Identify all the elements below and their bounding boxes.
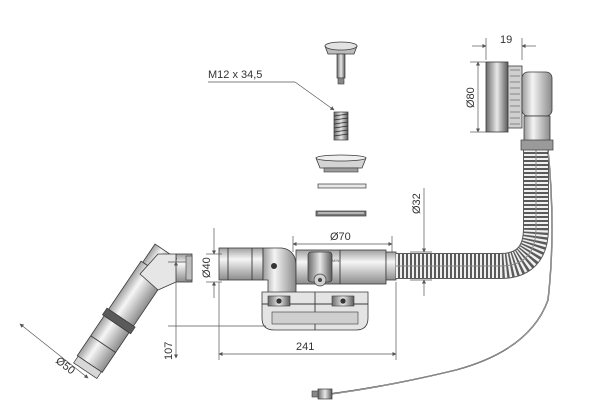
strainer-diameter-dimension: Ø70 xyxy=(292,231,393,252)
length-label: 241 xyxy=(296,341,314,353)
overflow-unit xyxy=(485,61,554,151)
screw-label-group: M12 x 34,5 xyxy=(208,69,335,111)
gasket-upper xyxy=(317,183,367,189)
inlet-diameter-label: Ø40 xyxy=(201,257,213,278)
svg-text:MIN: MIN xyxy=(332,258,339,263)
hose-diameter-label: Ø32 xyxy=(411,193,423,214)
overflow-depth-dimension: 19 xyxy=(472,34,536,60)
control-cable xyxy=(311,149,553,400)
stopper-plug xyxy=(324,41,358,85)
screw-dimension-label: M12 x 34,5 xyxy=(208,69,262,81)
overflow-diameter-label: Ø80 xyxy=(465,87,477,108)
inlet-diameter-dimension: Ø40 xyxy=(201,228,222,298)
height-dimension: 107 xyxy=(163,261,266,360)
trap-body: MIN xyxy=(218,247,387,331)
inlet-stub xyxy=(175,253,193,283)
screw xyxy=(333,111,349,141)
strainer-diameter-label: Ø70 xyxy=(330,231,351,243)
length-dimension: 241 xyxy=(218,282,397,360)
outlet-diameter-label: Ø50 xyxy=(53,355,77,377)
strainer-flange xyxy=(315,154,367,173)
overflow-depth-label: 19 xyxy=(500,34,512,46)
overflow-diameter-dimension: Ø80 xyxy=(465,61,486,133)
flexible-hose xyxy=(396,148,549,279)
outlet-diameter-dimension: Ø50 xyxy=(19,323,89,379)
hose-connector xyxy=(385,251,397,281)
gasket-lower xyxy=(315,210,367,217)
hose-diameter-dimension: Ø32 xyxy=(410,188,432,296)
height-label: 107 xyxy=(163,342,175,360)
